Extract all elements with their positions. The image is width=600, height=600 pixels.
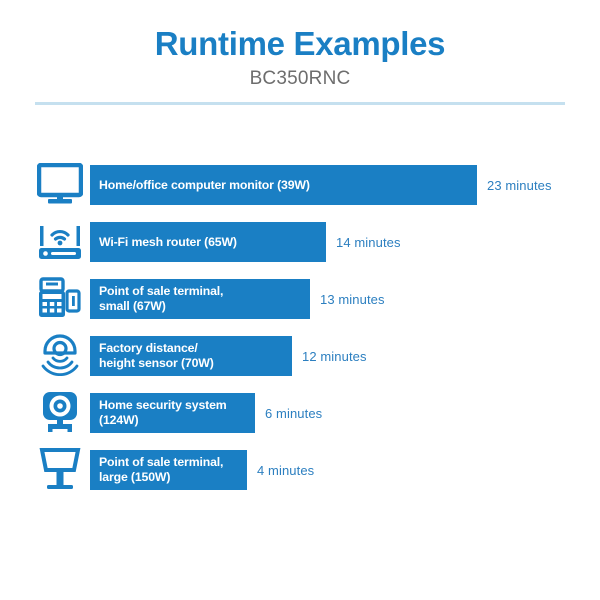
page-subtitle: BC350RNC — [249, 67, 351, 89]
value-label-3: 13 minutes — [320, 291, 385, 307]
header-divider — [35, 102, 565, 105]
computer-monitor-icon — [36, 162, 84, 206]
security-camera-icon — [36, 390, 84, 434]
distance-sensor-icon — [36, 333, 84, 377]
chart-row: Point of sale terminal, large (150W) 4 m… — [0, 445, 600, 502]
value-label-5: 6 minutes — [265, 405, 323, 421]
bar-label: Point of sale terminal, large (150W) — [99, 455, 224, 484]
chart-row: Home/office computer monitor (39W) 23 mi… — [0, 160, 600, 217]
page-title: Runtime Examples — [154, 25, 446, 62]
bar-2: Wi-Fi mesh router (65W) — [90, 222, 326, 262]
value-label-6: 4 minutes — [257, 462, 315, 478]
chart-row: Wi-Fi mesh router (65W) 14 minutes — [0, 217, 600, 274]
chart-row: Home security system (124W) 6 minutes — [0, 388, 600, 445]
bar-label: Point of sale terminal, small (67W) — [99, 284, 224, 313]
kiosk-terminal-icon — [36, 447, 84, 491]
bar-3: Point of sale terminal, small (67W) — [90, 279, 310, 319]
chart-row: Factory distance/ height sensor (70W) 12… — [0, 331, 600, 388]
bar-6: Point of sale terminal, large (150W) — [90, 450, 247, 490]
value-label-2: 14 minutes — [336, 234, 401, 250]
bar-1: Home/office computer monitor (39W) — [90, 165, 477, 205]
bar-4: Factory distance/ height sensor (70W) — [90, 336, 292, 376]
bar-label: Wi-Fi mesh router (65W) — [99, 234, 237, 249]
chart-row: Point of sale terminal, small (67W) 13 m… — [0, 274, 600, 331]
bar-label: Home/office computer monitor (39W) — [99, 177, 310, 192]
runtime-bar-chart: Home/office computer monitor (39W) 23 mi… — [0, 160, 600, 502]
bar-label: Home security system (124W) — [99, 398, 227, 427]
value-label-4: 12 minutes — [302, 348, 367, 364]
wifi-router-icon — [36, 219, 84, 263]
bar-5: Home security system (124W) — [90, 393, 255, 433]
value-label-1: 23 minutes — [487, 177, 552, 193]
card-terminal-icon — [36, 276, 84, 320]
header: Runtime Examples BC350RNC — [0, 0, 600, 91]
bar-label: Factory distance/ height sensor (70W) — [99, 341, 214, 370]
